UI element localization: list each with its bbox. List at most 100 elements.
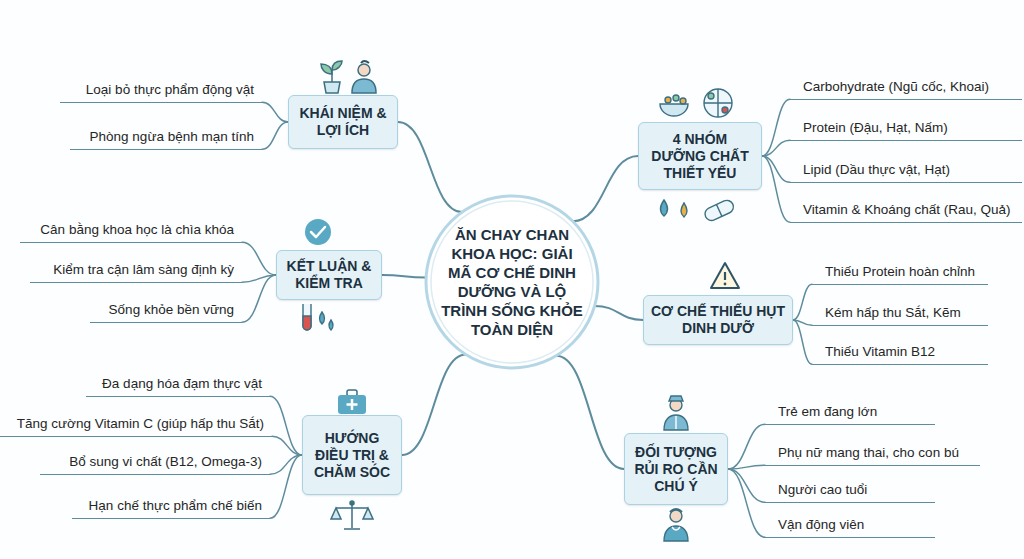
concept-icon-part	[358, 64, 370, 76]
branch-connector	[270, 455, 302, 518]
leaf-label: Thiếu Protein hoàn chỉnh	[825, 263, 975, 284]
warning-icon	[711, 263, 739, 288]
concept-icon-part	[361, 61, 369, 63]
branch-connector	[242, 242, 276, 275]
branch-label: HƯỚNG ĐIỀU TRỊ & CHĂM SÓC	[308, 430, 396, 481]
doctor-icon	[664, 509, 688, 541]
branch-connector	[262, 122, 288, 149]
check-icon	[305, 219, 331, 245]
test-tube-icon-part	[303, 316, 311, 330]
branch-label: KẾT LUẬN & KIỂM TRA	[282, 258, 376, 292]
branch-connector	[728, 465, 765, 469]
branch-connector	[793, 284, 812, 320]
branch-label: KHÁI NIỆM & LỢI ÍCH	[294, 105, 392, 139]
branch-label: CƠ CHẾ THIẾU HỤT DINH DƯỠ	[649, 303, 787, 337]
leaf-label: Kiểm tra cận lâm sàng định kỳ	[53, 261, 234, 282]
doctor-icon-part	[669, 396, 683, 401]
leaf-label: Cân bằng khoa học là chìa khóa	[40, 221, 234, 242]
branch-connector	[728, 469, 765, 502]
doctor-icon-part	[675, 416, 676, 429]
food-bowl-icon-part	[722, 107, 728, 113]
leaf-topic: Loại bỏ thực phẩm động vật	[60, 79, 262, 103]
leaf-topic: Vận động viên	[765, 514, 935, 538]
leaf-label: Vitamin & Khoáng chất (Rau, Quả)	[803, 201, 1011, 222]
branch-connector	[270, 396, 302, 455]
doctor-icon	[664, 396, 688, 430]
concept-icon-part	[332, 61, 342, 70]
branch-connector	[793, 320, 812, 364]
branch-connector	[762, 140, 790, 156]
leaf-label: Loại bỏ thực phẩm động vật	[86, 81, 254, 102]
leaf-topic: Cân bằng khoa học là chìa khóa	[20, 219, 242, 243]
concept-icon	[321, 61, 376, 93]
food-bowl-icon-part	[673, 95, 679, 101]
leaf-topic: Carbohydrate (Ngũ cốc, Khoai)	[790, 76, 1022, 100]
branch-box: KẾT LUẬN & KIỂM TRA	[276, 250, 382, 300]
leaf-topic: Hạn chế thực phẩm chế biến	[72, 495, 270, 519]
leaf-topic: Thiếu Vitamin B12	[812, 341, 988, 365]
test-tube-icon-part	[329, 320, 333, 330]
scales-icon-part	[350, 501, 354, 505]
concept-icon-part	[321, 64, 332, 74]
leaf-label: Sống khỏe bền vững	[109, 301, 234, 322]
central-topic-circle: ĂN CHAY CHAN KHOA HỌC: GIẢI MÃ CƠ CHẾ DI…	[424, 194, 600, 370]
check-icon-part	[311, 227, 325, 237]
leaf-topic: Đa dạng hóa đạm thực vật	[86, 373, 270, 397]
branch-connector	[728, 424, 765, 469]
branch-connector	[398, 122, 462, 212]
branch-connector	[242, 275, 276, 322]
central-topic-text: ĂN CHAY CHAN KHOA HỌC: GIẢI MÃ CƠ CHẾ DI…	[438, 225, 586, 339]
leaf-topic: Kém hấp thu Sắt, Kẽm	[812, 302, 988, 326]
medical-kit-icon-part	[338, 395, 366, 414]
food-bowl-icon	[660, 89, 732, 117]
leaf-label: Carbohydrate (Ngũ cốc, Khoai)	[803, 78, 989, 99]
leaf-label: Thiếu Vitamin B12	[825, 343, 935, 364]
leaf-label: Kém hấp thu Sắt, Kẽm	[825, 304, 961, 325]
branch-box: KHÁI NIỆM & LỢI ÍCH	[288, 95, 398, 149]
doctor-icon-part	[670, 510, 682, 522]
branch-connector	[402, 355, 466, 455]
food-bowl-icon-part	[665, 97, 671, 103]
leaf-topic: Thiếu Protein hoàn chỉnh	[812, 261, 988, 285]
nutrient-icon-part	[716, 205, 721, 217]
leaf-label: Vận động viên	[778, 516, 864, 537]
branch-connector	[272, 436, 302, 455]
test-tube-icon	[303, 304, 333, 330]
leaf-topic: Người cao tuổi	[765, 479, 935, 503]
leaf-label: Tăng cường Vitamin C (giúp hấp thu Sắt)	[17, 415, 264, 436]
branch-connector	[728, 469, 765, 537]
branch-connector	[595, 306, 643, 320]
leaf-topic: Vitamin & Khoáng chất (Rau, Quả)	[790, 199, 1022, 223]
circle-outline	[424, 194, 600, 370]
branch-connector	[762, 156, 790, 182]
leaf-topic: Bổ sung vi chất (B12, Omega-3)	[40, 451, 270, 475]
circle-inner-ring	[431, 201, 593, 363]
concept-icon-part	[352, 79, 376, 93]
leaf-label: Bổ sung vi chất (B12, Omega-3)	[69, 453, 262, 474]
test-tube-icon-part	[303, 304, 311, 330]
branch-box: 4 NHÓM DƯỠNG CHẤT THIẾT YẾU	[638, 122, 762, 190]
branch-box: HƯỚNG ĐIỀU TRỊ & CHĂM SÓC	[302, 415, 402, 495]
test-tube-icon-part	[320, 312, 325, 324]
branch-connector	[762, 156, 790, 222]
scales-icon-part	[336, 502, 368, 529]
medical-kit-icon	[338, 390, 366, 414]
branch-connector	[382, 275, 426, 277]
leaf-label: Người cao tuổi	[778, 481, 867, 502]
doctor-icon-part	[672, 527, 680, 530]
leaf-topic: Lipid (Dầu thực vật, Hạt)	[790, 159, 1022, 183]
nutrient-icon-part	[703, 198, 736, 222]
food-bowl-icon-part	[704, 89, 732, 117]
leaf-topic: Phòng ngừa bệnh mạn tính	[70, 126, 262, 150]
leaf-topic: Tăng cường Vitamin C (giúp hấp thu Sắt)	[0, 413, 272, 437]
nutrient-icon-part	[661, 200, 668, 216]
doctor-icon-part	[670, 509, 682, 512]
warning-icon-part	[724, 272, 726, 280]
concept-icon-part	[324, 82, 340, 93]
food-bowl-icon-part	[660, 104, 688, 116]
circle-border	[426, 196, 598, 368]
branch-box: ĐỐI TƯỢNG RỦI RO CẦN CHÚ Ý	[624, 433, 728, 505]
warning-icon-part	[711, 263, 739, 288]
leaf-label: Trẻ em đang lớn	[778, 403, 877, 424]
